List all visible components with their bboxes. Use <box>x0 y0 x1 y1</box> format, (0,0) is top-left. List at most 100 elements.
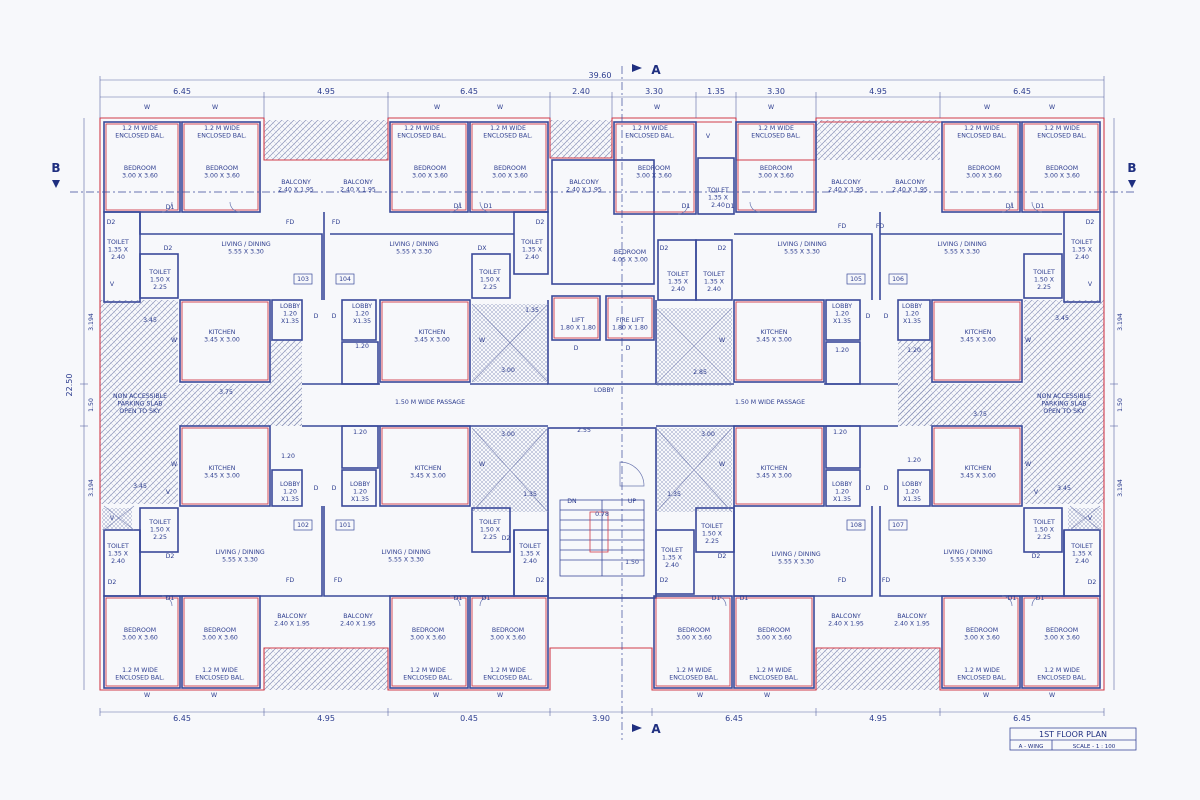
interior-dimension: 2.55 <box>577 427 591 434</box>
window-tag: W <box>479 461 485 468</box>
door-tag: D <box>332 313 337 320</box>
door-tag: D1 <box>166 595 175 602</box>
door-tag: D2 <box>718 245 727 252</box>
door-tag: FD <box>286 219 295 226</box>
side-dimension-left: 3.194 <box>88 313 95 331</box>
door-tag: D2 <box>660 577 669 584</box>
door-tag: D <box>866 313 871 320</box>
door-tag: FD <box>876 223 885 230</box>
door-tag: D <box>314 485 319 492</box>
door-tag: DX <box>477 245 487 252</box>
door-tag: D2 <box>502 535 511 542</box>
interior-dimension: 3.75 <box>219 389 233 396</box>
section-mark-a-bottom: A <box>651 722 661 736</box>
window-tag: W <box>719 337 725 344</box>
door-tag: FD <box>334 577 343 584</box>
wing-label: A - WING <box>1019 744 1044 750</box>
svg-text:107: 107 <box>892 522 904 529</box>
top-dimension: 6.45 <box>460 87 478 96</box>
window-tag: W <box>768 104 774 111</box>
interior-dimension: 3.00 <box>701 431 715 438</box>
flat-number-101: 101 <box>335 519 355 531</box>
door-tag: D1 <box>726 203 735 210</box>
flat-number-103: 103 <box>293 273 313 285</box>
door-tag: D <box>574 345 579 352</box>
door-tag: D <box>332 485 337 492</box>
window-tag: W <box>697 692 703 699</box>
door-tag: D1 <box>482 595 491 602</box>
svg-text:108: 108 <box>850 522 862 529</box>
door-tag: FD <box>286 577 295 584</box>
window-tag: V <box>166 489 171 496</box>
overall-width-dim: 39.60 <box>589 71 612 80</box>
window-tag: W <box>211 692 217 699</box>
shaft-crosses <box>103 303 1101 531</box>
top-dimension: 6.45 <box>173 87 191 96</box>
door-tag: D1 <box>682 203 691 210</box>
window-tag: V <box>706 133 711 140</box>
side-dimension-left: 1.50 <box>88 398 95 412</box>
door-tag: FD <box>882 577 891 584</box>
stair-down-label: DN <box>567 498 577 505</box>
interior-dimension: 1.20 <box>281 453 295 460</box>
top-dimension: 4.95 <box>869 87 887 96</box>
door-tag: D2 <box>536 219 545 226</box>
top-dimension: 3.30 <box>767 87 785 96</box>
door-tag: D2 <box>718 553 727 560</box>
bottom-dimension: 6.45 <box>1013 714 1031 723</box>
top-dimension: 1.35 <box>707 87 725 96</box>
window-tag: W <box>434 104 440 111</box>
svg-text:102: 102 <box>297 522 309 529</box>
door-swings <box>161 201 1043 607</box>
door-tag: D1 <box>1036 203 1045 210</box>
staircase <box>559 499 645 577</box>
door-tag: D1 <box>1006 203 1015 210</box>
red-accents <box>105 123 1099 687</box>
side-dimension-right: 1.50 <box>1117 398 1124 412</box>
window-tag: W <box>433 692 439 699</box>
interior-dimension: 1.35 <box>523 491 537 498</box>
door-tag: D1 <box>1008 595 1017 602</box>
top-dimension: 6.45 <box>1013 87 1031 96</box>
svg-text:103: 103 <box>297 276 309 283</box>
side-dimension-right: 3.194 <box>1117 479 1124 497</box>
bottom-dimension: 6.45 <box>173 714 191 723</box>
bottom-dimension: 6.45 <box>725 714 743 723</box>
window-tag: W <box>1025 461 1031 468</box>
